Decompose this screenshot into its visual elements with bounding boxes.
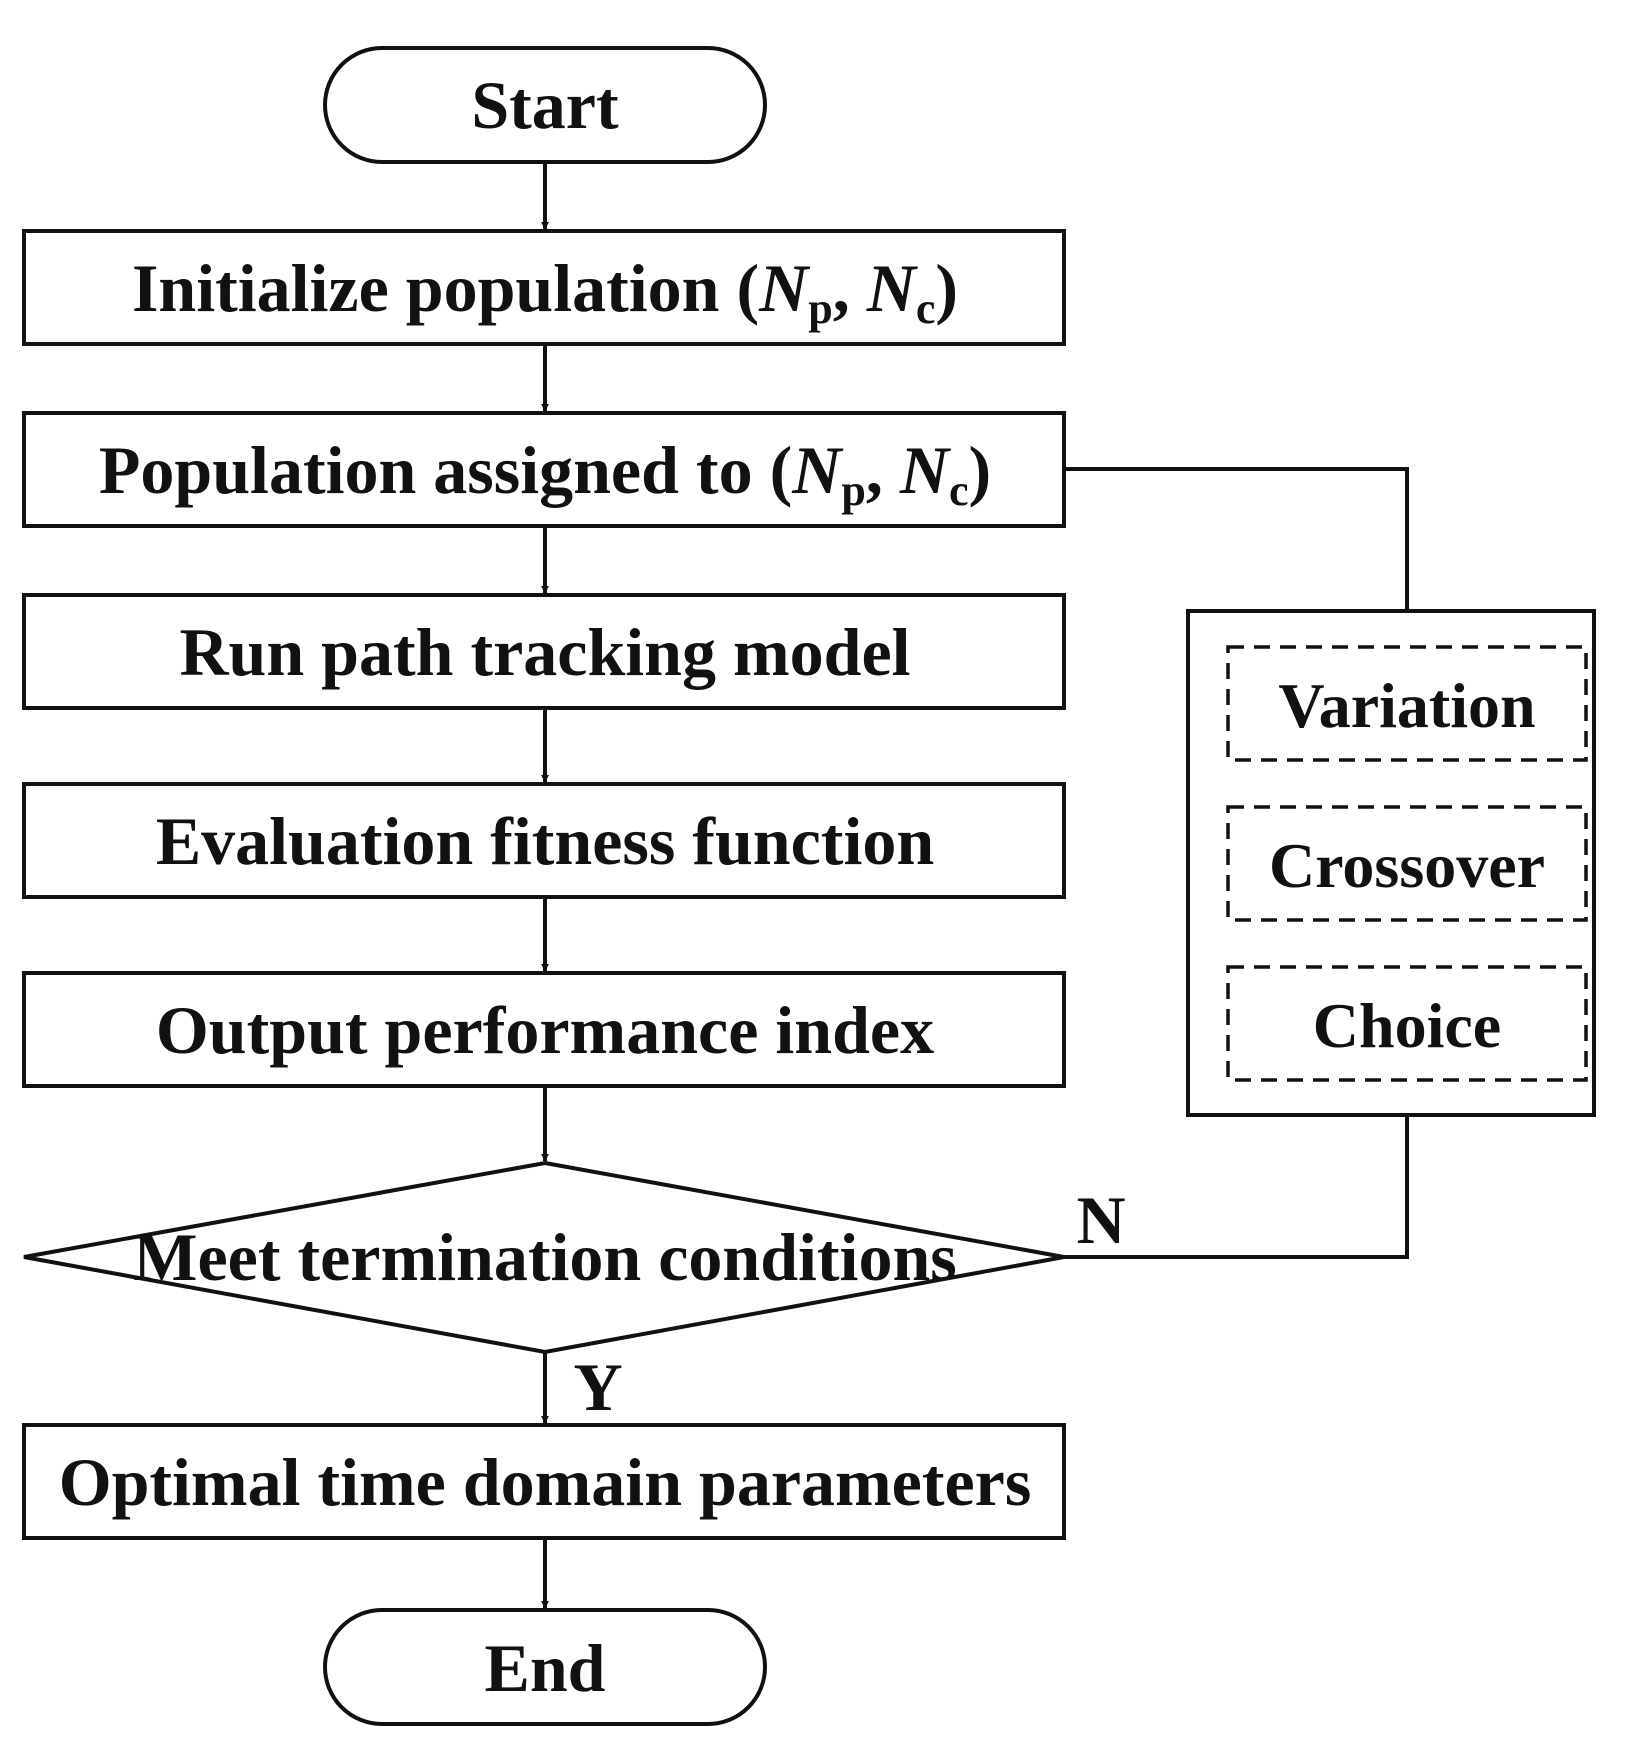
termination-decision-node: Meet termination conditions <box>23 1160 1065 1355</box>
ga-operators-box: Variation Crossover Choice <box>1186 609 1596 1117</box>
run-path-tracking-node: Run path tracking model <box>22 593 1066 710</box>
crossover-op: Crossover <box>1226 805 1588 922</box>
initialize-population-label: Initialize population (Np, Nc) <box>132 250 958 333</box>
termination-decision-label: Meet termination conditions <box>133 1219 956 1295</box>
end-label: End <box>485 1630 606 1706</box>
evaluation-fitness-node: Evaluation fitness function <box>22 782 1066 899</box>
no-label: N <box>1076 1182 1125 1258</box>
population-assigned-label: Population assigned to (Np, Nc) <box>99 432 991 515</box>
end-node: End <box>323 1608 767 1726</box>
population-assigned-node: Population assigned to (Np, Nc) <box>22 411 1066 528</box>
yes-label: Y <box>573 1349 622 1425</box>
choice-op: Choice <box>1226 965 1588 1082</box>
output-performance-node: Output performance index <box>22 971 1066 1088</box>
initialize-population-node: Initialize population (Np, Nc) <box>22 229 1066 346</box>
optimal-parameters-node: Optimal time domain parameters <box>22 1423 1066 1540</box>
start-label: Start <box>471 67 619 143</box>
variation-op: Variation <box>1226 645 1588 762</box>
optimal-parameters-label: Optimal time domain parameters <box>59 1444 1032 1520</box>
start-node: Start <box>323 46 767 164</box>
crossover-label: Crossover <box>1269 830 1545 901</box>
variation-label: Variation <box>1278 670 1535 741</box>
choice-label: Choice <box>1313 990 1501 1061</box>
output-performance-label: Output performance index <box>156 992 934 1068</box>
evaluation-fitness-label: Evaluation fitness function <box>156 803 934 879</box>
no-branch-line <box>1064 1115 1409 1259</box>
run-path-tracking-label: Run path tracking model <box>179 614 910 690</box>
feedback-line-to-assign <box>1064 467 1409 611</box>
